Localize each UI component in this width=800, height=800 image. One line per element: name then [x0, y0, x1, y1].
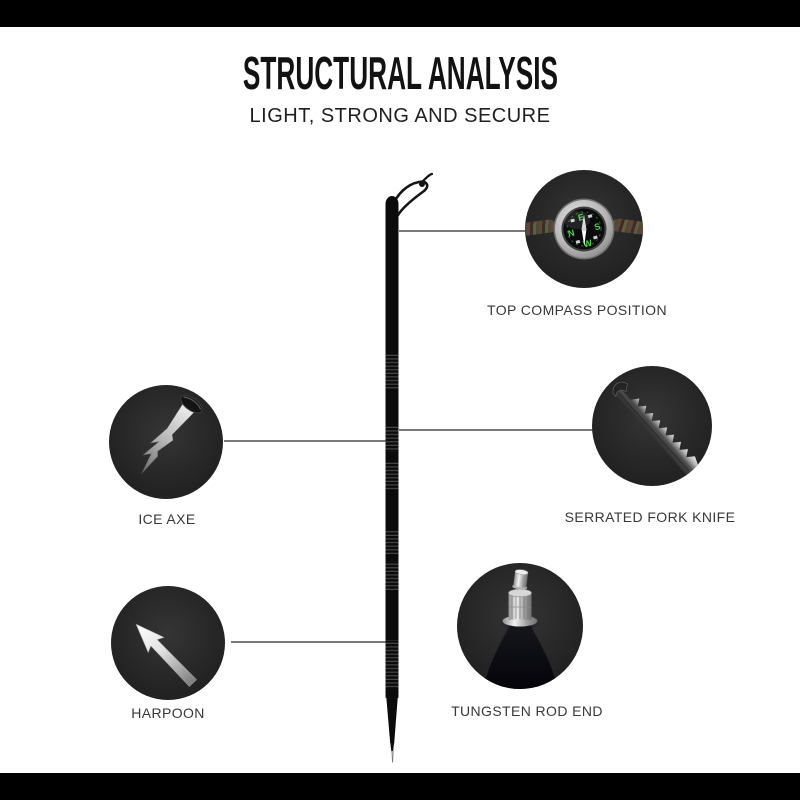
pole-tip-body	[482, 623, 558, 689]
trekking-pole	[385, 172, 434, 763]
pole-knurled-bands	[385, 353, 399, 698]
compass-photo-circle: E N S W	[525, 170, 643, 288]
top-letterbox-bar	[0, 0, 800, 27]
callout-label-compass: TOP COMPASS POSITION	[487, 302, 667, 318]
ice-axe-photo-circle	[109, 385, 223, 499]
rod-step-tip	[512, 569, 529, 590]
harpoon-tip-icon	[135, 623, 197, 687]
tungsten-rod-photo-circle	[457, 563, 583, 689]
compass-glass-glare	[564, 211, 590, 229]
serrated-blade-icon	[612, 381, 699, 476]
callout-lines	[224, 230, 593, 643]
pole-taper	[385, 688, 399, 743]
page-subtitle: LIGHT, STRONG AND SECURE	[249, 105, 551, 127]
compass-cardinal-n: N	[567, 228, 576, 239]
fork-hook	[612, 381, 628, 398]
callout-label-ice-axe: ICE AXE	[138, 511, 196, 527]
compass-icon: E N S W	[553, 198, 615, 260]
compass-cardinal-s: S	[593, 221, 601, 232]
lanyard-knot	[419, 181, 425, 187]
tungsten-rod-tip-icon	[481, 569, 558, 689]
compass-cardinal-w: W	[582, 238, 593, 250]
compass-pivot	[581, 226, 587, 232]
harpoon-photo-circle	[111, 586, 225, 700]
page-title: STRUCTURAL ANALYSIS	[242, 47, 558, 99]
compass-needle-south	[581, 229, 587, 246]
pole-lanyard-cord	[390, 180, 429, 217]
pole-tip-cone	[390, 742, 395, 753]
compass-diagonal-marks	[570, 214, 598, 244]
callout-label-tungsten-rod: TUNGSTEN ROD END	[451, 703, 603, 719]
callout-label-serrated-knife: SERRATED FORK KNIFE	[564, 509, 736, 525]
callout-label-harpoon: HARPOON	[131, 705, 205, 721]
serrated-knife-photo-circle	[592, 366, 712, 486]
pole-tungsten-point	[391, 751, 394, 763]
ice-axe-spike-icon	[141, 394, 203, 475]
compass-cardinal-e: E	[577, 212, 585, 223]
bottom-letterbox-bar	[0, 773, 800, 800]
axe-socket-cap	[180, 394, 203, 414]
